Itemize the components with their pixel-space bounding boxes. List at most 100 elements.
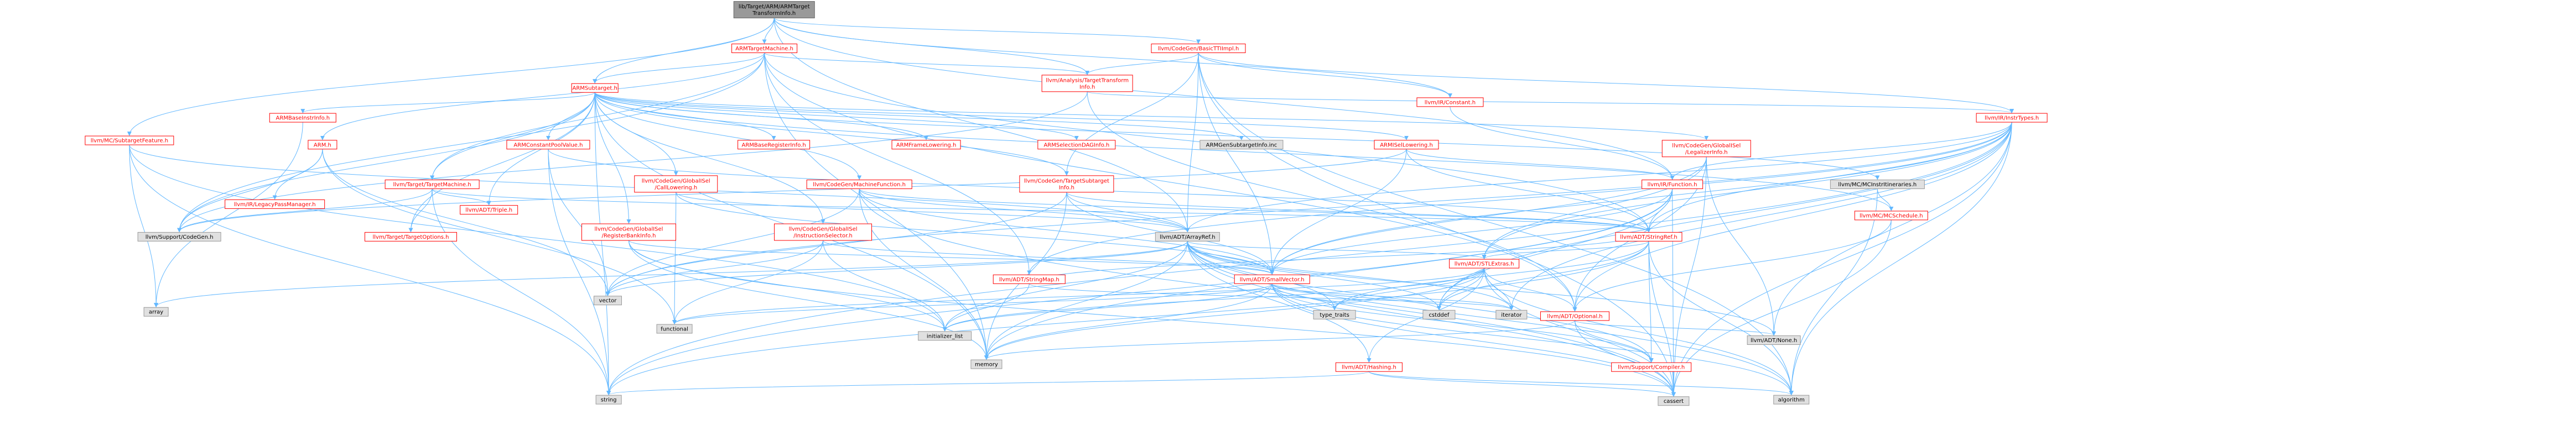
edge-ADTOptional-to-ADTNone: [1574, 320, 1776, 336]
node-TargetOptions[interactable]: llvm/Target/TargetOptions.h: [364, 232, 457, 242]
node-ADTSTLExtras[interactable]: llvm/ADT/STLExtras.h: [1449, 259, 1520, 269]
edge-ADTArrayRef-to-iterator: [1187, 241, 1514, 311]
edge-IRInstrTypes-to-cassert: [1671, 122, 2012, 397]
node-ARMFrameLowering[interactable]: ARMFrameLowering.h: [891, 140, 961, 150]
node-label: ARM.h: [314, 142, 331, 148]
edge-ARMTargetMachine-to-ADTOptional: [764, 53, 1577, 312]
header-nodes: lib/Target/ARM/ARMTargetTransformInfo.hA…: [85, 1, 2048, 406]
node-ADTOptional[interactable]: llvm/ADT/Optional.h: [1540, 311, 1609, 321]
edge-LegalizerInfo-to-ADTSmallVector: [1270, 156, 1707, 275]
node-label: llvm/Target/TargetMachine.h: [393, 182, 471, 188]
edge-root-to-BasicTTIImpl: [773, 18, 1201, 44]
node-IRLegacyPassManager[interactable]: llvm/IR/LegacyPassManager.h: [225, 199, 325, 209]
edge-BasicTTIImpl-to-IRConstant: [1198, 53, 1452, 98]
edge-ADTSmallVector-to-initializer_list: [942, 284, 1273, 332]
edge-LegalizerInfo-to-cassert: [1671, 156, 1707, 397]
node-LegalizerInfo[interactable]: llvm/CodeGen/GlobalISel/LegalizerInfo.h: [1661, 140, 1751, 158]
node-MCSchedule[interactable]: llvm/MC/MCSchedule.h: [1854, 211, 1928, 221]
node-label: ARMSelectionDAGInfo.h: [1043, 142, 1109, 148]
node-box: [1830, 180, 1925, 190]
edge-IRInstrTypes-to-vector: [605, 122, 2012, 296]
node-label: lib/Target/ARM/ARMTarget: [739, 4, 810, 10]
node-box: [85, 135, 174, 145]
node-box: [634, 175, 718, 193]
node-box: [1449, 259, 1520, 269]
node-box: [1335, 362, 1403, 372]
node-ADTStringMap[interactable]: llvm/ADT/StringMap.h: [993, 274, 1066, 284]
node-RegisterBankInfo[interactable]: llvm/CodeGen/GlobalISel/RegisterBankInfo…: [581, 223, 676, 241]
node-cassert: cassert: [1658, 396, 1690, 406]
edge-ARMISelLowering-to-SupportCodeGen: [177, 149, 1407, 233]
edge-TargetMachine-to-ADTStringRef: [432, 188, 1651, 233]
edge-MachineFunction-to-ADTSmallVector: [859, 188, 1275, 275]
node-box: [806, 180, 912, 190]
node-ARMTargetMachine[interactable]: ARMTargetMachine.h: [731, 43, 798, 53]
edge-ADTStringRef-to-ADTSTLExtras: [1482, 240, 1649, 260]
edge-ADTArrayRef-to-ADTNone: [1187, 241, 1777, 336]
node-SubtargetFeature[interactable]: llvm/MC/SubtargetFeature.h: [85, 135, 174, 145]
node-IRConstant[interactable]: llvm/IR/Constant.h: [1416, 97, 1484, 107]
edge-MCSchedule-to-cassert: [1671, 219, 1892, 397]
edge-ARMTargetMachine-to-TargetMachine: [430, 53, 765, 180]
edge-ARMSubtarget-to-ARMBaseInstrInfo: [300, 92, 595, 114]
node-InstructionSelector[interactable]: llvm/CodeGen/GlobalISel/InstructionSelec…: [774, 223, 872, 241]
node-box: [993, 274, 1066, 284]
node-box: [137, 232, 221, 242]
node-ADTTriple[interactable]: llvm/ADT/Triple.h: [460, 205, 518, 215]
edge-ARMSubtarget-to-ARMConstantPoolValue: [546, 92, 595, 140]
edge-root-to-IRConstant: [773, 18, 1452, 98]
node-SupportCompiler[interactable]: llvm/Support/Compiler.h: [1611, 362, 1692, 372]
node-box: [1615, 232, 1682, 242]
node-ARMISelLowering[interactable]: ARMISelLowering.h: [1374, 140, 1439, 150]
node-box: [1773, 395, 1810, 405]
edge-RegisterBankInfo-to-initializer_list: [628, 240, 947, 332]
node-ARMSubtarget[interactable]: ARMSubtarget.h: [571, 83, 619, 93]
node-ARMh[interactable]: ARM.h: [308, 140, 337, 150]
edge-TargetMachine-to-string: [432, 188, 611, 396]
node-ARMSelectionDAGInfo[interactable]: ARMSelectionDAGInfo.h: [1037, 140, 1116, 150]
node-box: [1416, 97, 1484, 107]
node-label: algorithm: [1778, 397, 1805, 403]
edge-IRInstrTypes-to-iterator: [1509, 122, 2012, 311]
edge-ADTHashing-to-cassert: [1368, 371, 1676, 397]
edge-ADTSmallVector-to-cassert: [1271, 284, 1676, 397]
node-ARMBaseRegisterInfo[interactable]: ARMBaseRegisterInfo.h: [738, 140, 811, 150]
node-ADTHashing[interactable]: llvm/ADT/Hashing.h: [1335, 362, 1403, 372]
node-ARMConstantPoolValue[interactable]: ARMConstantPoolValue.h: [506, 140, 590, 150]
node-label: functional: [661, 327, 688, 333]
edge-MachineFunction-to-vector: [605, 188, 860, 296]
node-label: llvm/Support/CodeGen.h: [146, 234, 214, 240]
edge-SubtargetFeature-to-initializer_list: [129, 145, 947, 332]
edge-CallLowering-to-ADTSmallVector: [676, 192, 1275, 275]
node-IRFunction[interactable]: llvm/IR/Function.h: [1642, 180, 1704, 190]
node-label: initializer_list: [927, 333, 963, 339]
node-MachineFunction[interactable]: llvm/CodeGen/MachineFunction.h: [806, 180, 912, 190]
edge-SubtargetFeature-to-string: [129, 145, 611, 396]
node-ADTSmallVector[interactable]: llvm/ADT/SmallVector.h: [1234, 274, 1310, 284]
node-label: llvm/ADT/SmallVector.h: [1240, 277, 1305, 283]
edge-ADTHashing-to-algorithm: [1368, 371, 1794, 396]
node-label: ARMISelLowering.h: [1380, 142, 1433, 148]
node-label: /InstructionSelector.h: [793, 233, 853, 239]
edge-ADTStringMap-to-iterator: [1029, 283, 1514, 311]
node-label: llvm/ADT/Hashing.h: [1342, 365, 1396, 371]
node-IRInstrTypes[interactable]: llvm/IR/InstrTypes.h: [1976, 113, 2048, 123]
node-ARMGenSubtargetInfo: ARMGenSubtargetInfo.inc: [1199, 140, 1284, 150]
node-box: [385, 180, 480, 190]
node-CallLowering[interactable]: llvm/CodeGen/GlobalISel/CallLowering.h: [634, 175, 718, 193]
node-box: [1374, 140, 1439, 150]
edge-CallLowering-to-functional: [672, 192, 677, 325]
node-box: [1155, 232, 1220, 242]
node-BasicTTIImpl[interactable]: llvm/CodeGen/BasicTTIImpl.h: [1151, 43, 1246, 53]
edge-ARMSubtarget-to-MCSchedule: [594, 92, 1894, 211]
node-ADTStringRef[interactable]: llvm/ADT/StringRef.h: [1615, 232, 1682, 242]
node-ARMBaseInstrInfo[interactable]: ARMBaseInstrInfo.h: [269, 113, 336, 123]
node-box: [581, 223, 676, 241]
edge-ADTStringRef-to-cassert: [1648, 241, 1676, 397]
edge-ARMh-to-IRLegacyPassManager: [272, 149, 323, 200]
edge-ADTSmallVector-to-functional: [672, 283, 1273, 325]
node-TargetMachine[interactable]: llvm/Target/TargetMachine.h: [385, 180, 480, 190]
node-label: ARMSubtarget.h: [572, 86, 617, 92]
